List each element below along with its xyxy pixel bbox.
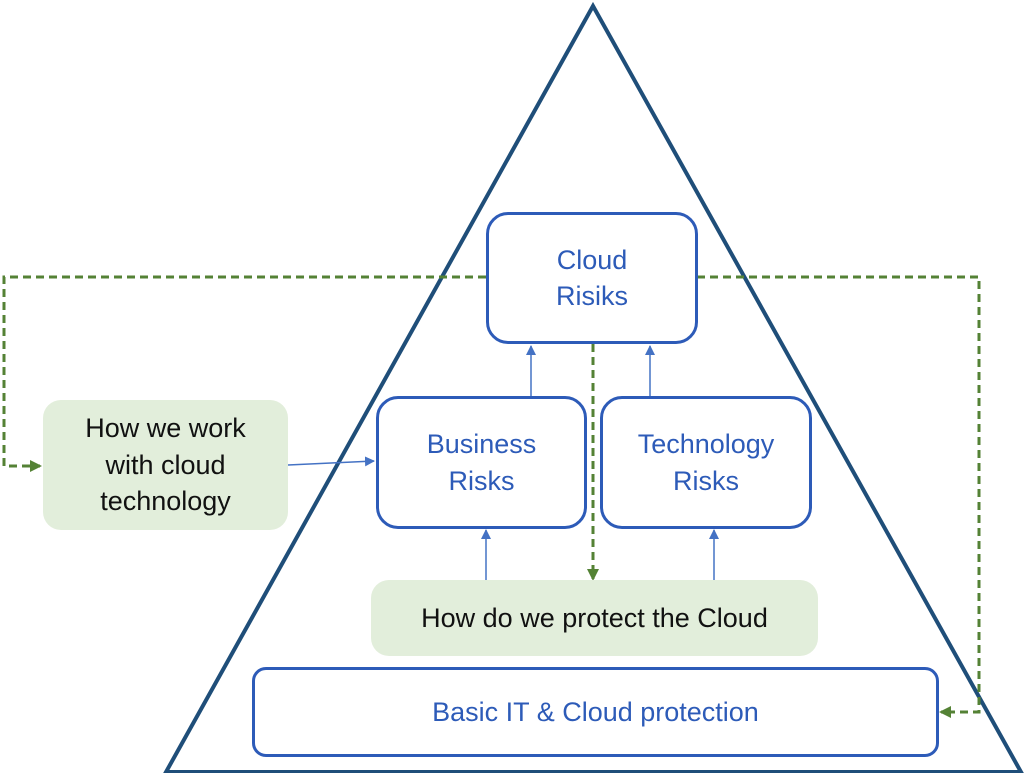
cloud-risks-label: Cloud Risiks xyxy=(556,244,628,311)
basic-protection-label: Basic IT & Cloud protection xyxy=(432,696,759,727)
technology-risks-box: Technology Risks xyxy=(600,396,812,529)
business-risks-box: Business Risks xyxy=(376,396,587,529)
basic-protection-box: Basic IT & Cloud protection xyxy=(252,667,939,757)
business-risks-label: Business Risks xyxy=(426,429,537,496)
how-we-work-box: How we work with cloud technology xyxy=(43,400,288,530)
arrow-how-we-work-to-business xyxy=(287,456,375,467)
technology-risks-label: Technology Risks xyxy=(637,429,775,496)
protect-cloud-box: How do we protect the Cloud xyxy=(371,580,818,656)
dashed-arrow-to-basic-protection xyxy=(697,275,981,718)
dashed-arrow-to-how-we-work xyxy=(2,275,486,472)
cloud-risks-box: Cloud Risiks xyxy=(486,212,698,344)
how-we-work-label: How we work with cloud technology xyxy=(85,413,246,517)
protect-cloud-label: How do we protect the Cloud xyxy=(421,602,768,633)
